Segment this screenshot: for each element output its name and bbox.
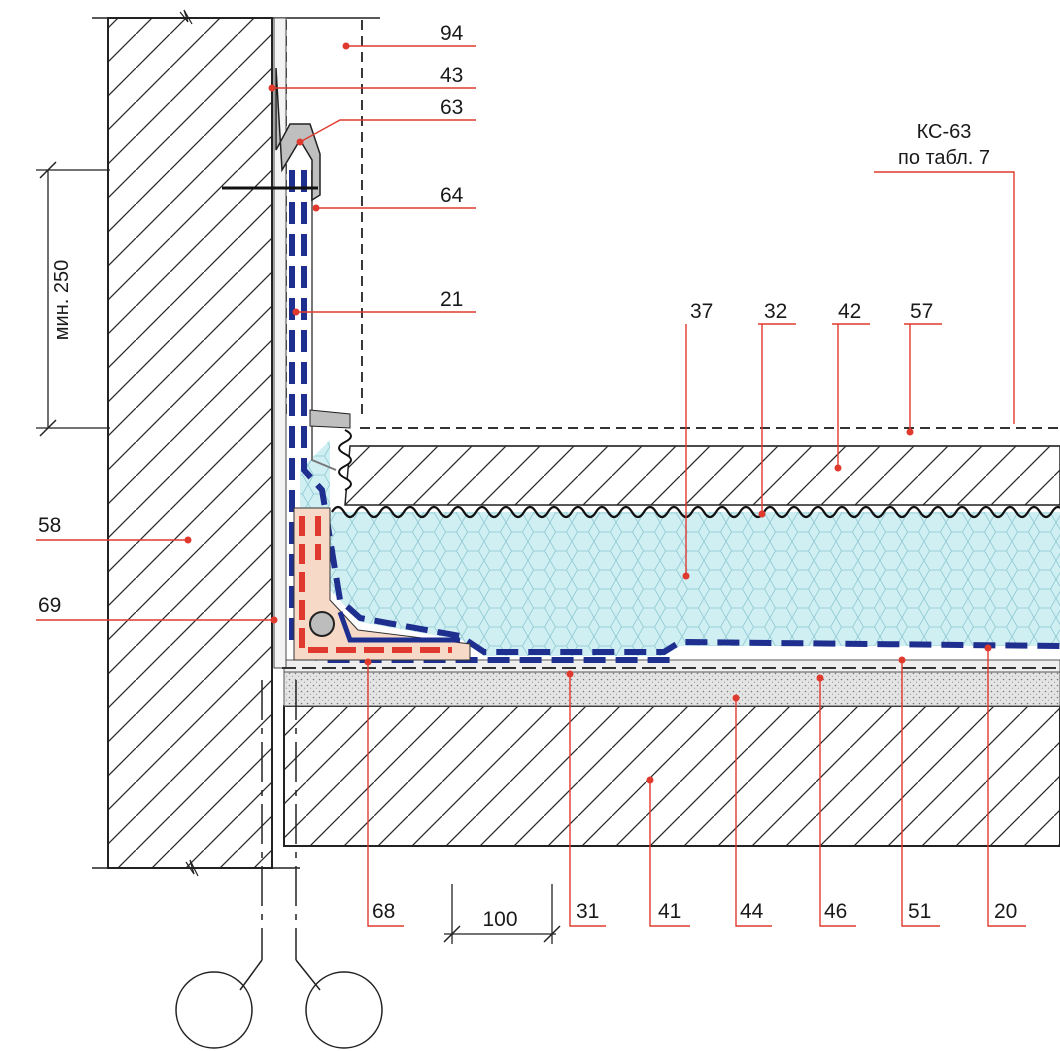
dim-min-height-text: мин. 250 bbox=[51, 260, 73, 340]
callout-58: 58 bbox=[38, 514, 61, 537]
callout-46: 46 bbox=[824, 900, 847, 923]
top-flashing bbox=[222, 67, 351, 429]
dimension-min-height: мин. 250 bbox=[36, 161, 110, 437]
callout-94: 94 bbox=[440, 22, 464, 45]
separation-layer bbox=[331, 505, 1060, 519]
pipe-circle-right bbox=[305, 971, 383, 1049]
dim-width-text: 100 bbox=[482, 908, 517, 931]
pipe-circle-left bbox=[175, 971, 253, 1049]
screed-layer bbox=[283, 669, 1060, 707]
callout-51: 51 bbox=[908, 900, 931, 923]
callout-20: 20 bbox=[994, 900, 1017, 923]
callout-43: 43 bbox=[440, 64, 463, 87]
callout-21: 21 bbox=[440, 288, 463, 311]
callout-41: 41 bbox=[658, 900, 681, 923]
callout-63: 63 bbox=[440, 96, 463, 119]
callout-69: 69 bbox=[38, 594, 61, 617]
ks-note-line1: КС-63 bbox=[917, 121, 972, 143]
callout-labels: 94 43 63 64 21 58 69 37 32 42 57 68 31 4… bbox=[38, 22, 1017, 923]
protective-slab bbox=[338, 427, 1060, 506]
corner-fillet bbox=[293, 507, 471, 661]
callout-44: 44 bbox=[740, 900, 764, 923]
sealing-cord bbox=[309, 611, 335, 637]
base-slab bbox=[283, 705, 1060, 847]
drain-pipes bbox=[175, 680, 383, 1049]
callout-42: 42 bbox=[838, 300, 861, 323]
callout-32: 32 bbox=[764, 300, 787, 323]
callout-37: 37 bbox=[690, 300, 713, 323]
callout-lines bbox=[36, 45, 1026, 927]
callout-31: 31 bbox=[576, 900, 599, 923]
callout-64: 64 bbox=[440, 184, 464, 207]
callout-57: 57 bbox=[910, 300, 933, 323]
callout-68: 68 bbox=[372, 900, 395, 923]
callout-dots bbox=[184, 42, 992, 784]
ks-note-line2: по табл. 7 bbox=[898, 147, 990, 169]
parapet-wall bbox=[92, 9, 380, 877]
dimension-width: 100 bbox=[443, 884, 561, 944]
parapet-apron bbox=[285, 20, 363, 420]
